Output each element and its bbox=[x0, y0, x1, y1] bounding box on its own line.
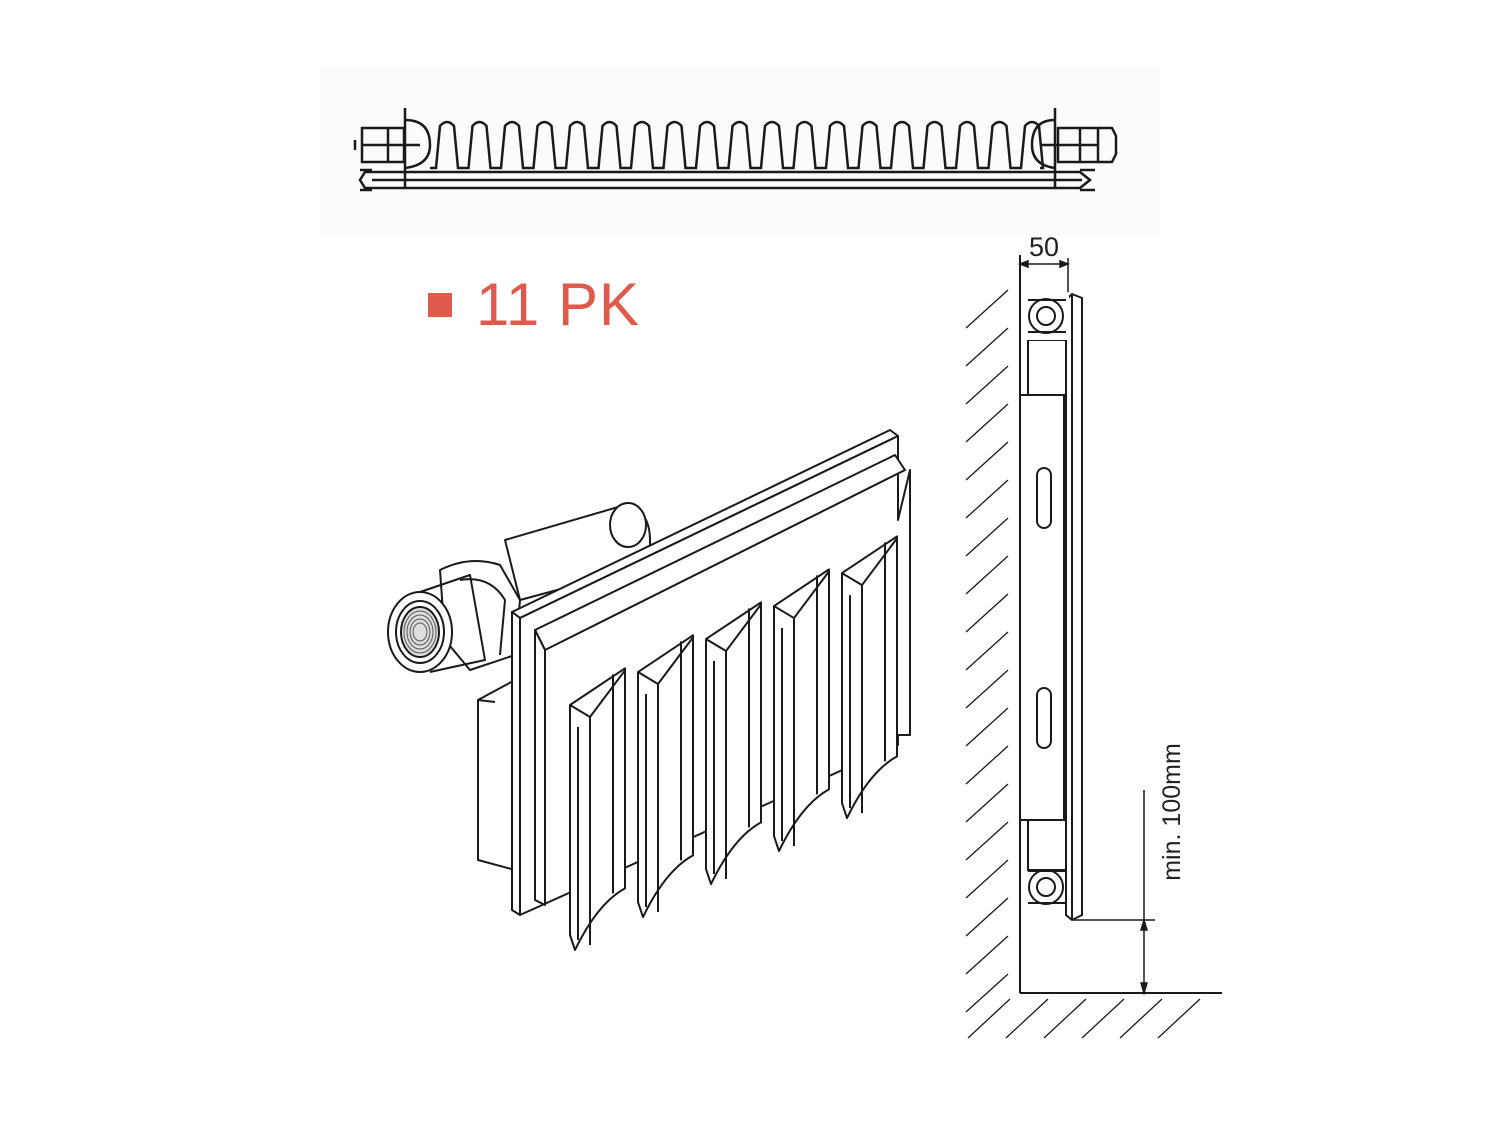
square-bullet-icon bbox=[428, 293, 452, 317]
panel-profiles bbox=[569, 535, 898, 951]
top-view-left-connection bbox=[353, 108, 432, 188]
wall-hatch-line bbox=[965, 631, 1009, 671]
depth-dimension bbox=[1017, 258, 1071, 300]
panel-profile bbox=[773, 568, 830, 853]
panel-profile bbox=[841, 535, 898, 820]
top-view-panel bbox=[358, 168, 1095, 192]
bracket-slot-upper bbox=[1036, 467, 1052, 529]
top-view-background bbox=[320, 65, 1160, 235]
top-view-convector-fins bbox=[430, 120, 1045, 170]
model-label: 11 PK bbox=[476, 271, 640, 338]
wall-hatch-line bbox=[965, 973, 1009, 1013]
floor-hatch-line bbox=[1119, 998, 1163, 1039]
wall-hatch-line bbox=[965, 441, 1009, 481]
wall-hatch-line bbox=[965, 517, 1009, 557]
bracket-slot-lower bbox=[1036, 687, 1052, 749]
floor-hatch-line bbox=[1005, 998, 1049, 1039]
wall-hatch-line bbox=[965, 745, 1009, 785]
panel-profile bbox=[637, 634, 694, 919]
panel-profile bbox=[705, 601, 762, 886]
wall-hatch-line bbox=[965, 935, 1009, 975]
wall-hatch-line bbox=[965, 669, 1009, 709]
wall-hatch-line bbox=[965, 555, 1009, 595]
wall-hatch-line bbox=[965, 707, 1009, 747]
model-heading: 11 PK bbox=[428, 270, 640, 340]
wall-hatch-line bbox=[965, 859, 1009, 899]
wall-hatch-line bbox=[965, 593, 1009, 633]
floor-hatch-line bbox=[1043, 998, 1087, 1039]
wall-hatching bbox=[965, 289, 1009, 1013]
wall-hatch-line bbox=[965, 403, 1009, 443]
wall-hatch-line bbox=[965, 897, 1009, 937]
convector-fin-strip bbox=[430, 120, 1045, 170]
wall-hatch-line bbox=[965, 821, 1009, 861]
floor-hatch-line bbox=[967, 998, 1011, 1039]
wall-hatch-line bbox=[965, 365, 1009, 405]
elbow-fitting bbox=[439, 560, 521, 671]
wall-hatch-line bbox=[965, 479, 1009, 519]
floor-hatching bbox=[967, 998, 1201, 1039]
floor-hatch-line bbox=[1157, 998, 1201, 1039]
wall-hatch-line bbox=[965, 289, 1009, 329]
wall-hatch-line bbox=[965, 783, 1009, 823]
clearance-label: min. 100mm bbox=[1158, 743, 1186, 881]
wall-hatch-line bbox=[965, 327, 1009, 367]
radiator-side-profile bbox=[1019, 292, 1083, 922]
panel-profile bbox=[569, 667, 626, 951]
top-view-right-connection bbox=[1030, 108, 1118, 188]
floor-hatch-line bbox=[1081, 998, 1125, 1039]
clearance-dimension bbox=[1072, 790, 1155, 996]
depth-label: 50 bbox=[1029, 232, 1059, 262]
